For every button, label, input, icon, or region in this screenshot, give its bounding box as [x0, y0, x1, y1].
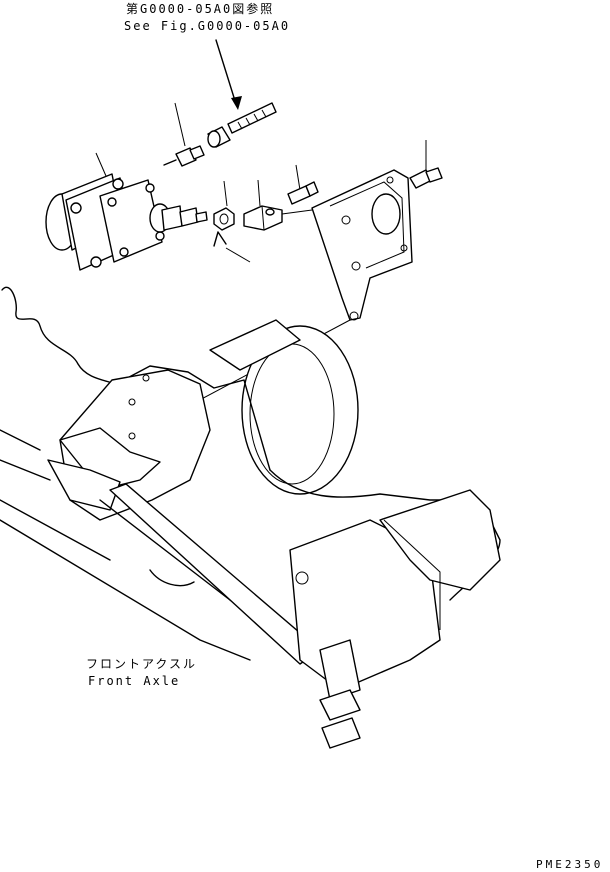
reference-label-en: See Fig.G0000-05A0 — [124, 19, 291, 33]
front-axle-label-en: Front Axle — [88, 674, 181, 688]
rod-end — [207, 102, 277, 148]
front-axle — [0, 319, 501, 749]
actuator-assembly — [45, 173, 208, 271]
fitting — [163, 145, 205, 167]
page-code: PME2350 — [536, 858, 604, 871]
reference-arrow — [215, 39, 242, 110]
clevis — [243, 205, 283, 231]
break-line — [1, 286, 117, 385]
reference-label-jp: 第G0000-05A0図参照 — [126, 2, 275, 16]
nut — [213, 207, 251, 263]
bolt-right — [409, 167, 443, 189]
mounting-bracket — [281, 169, 413, 321]
bolt-upper — [287, 181, 319, 205]
front-axle-label-jp: フロントアクスル — [86, 657, 198, 671]
leader-lines — [95, 102, 427, 207]
